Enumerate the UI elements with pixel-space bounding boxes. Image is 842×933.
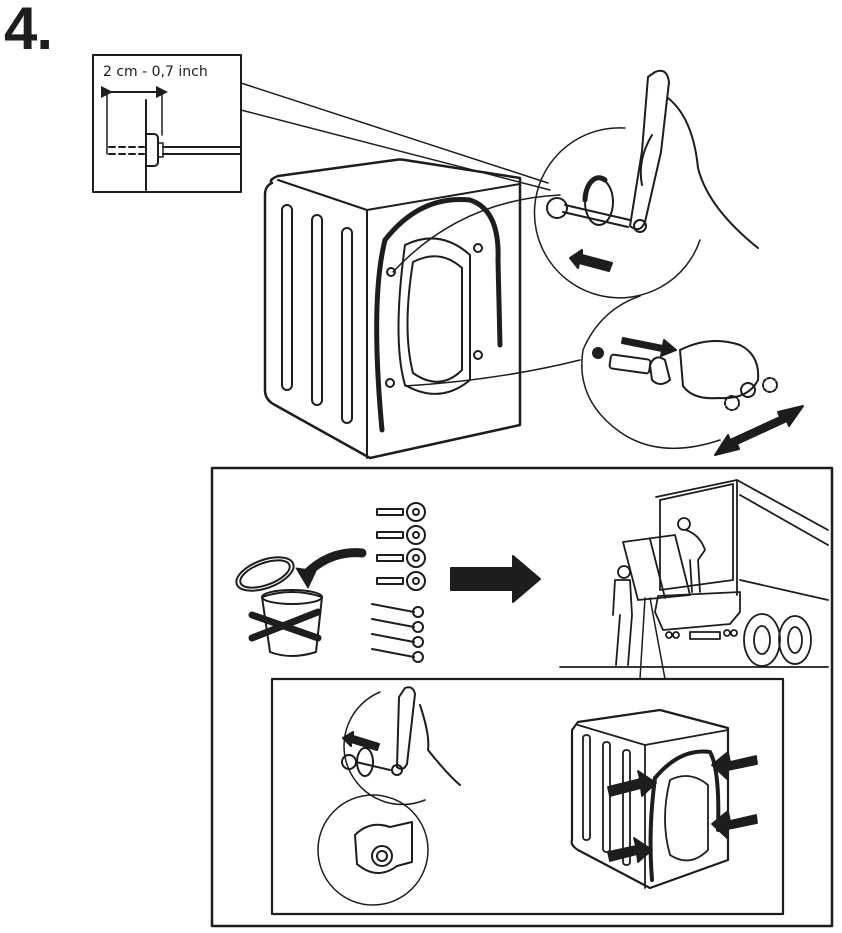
refit-spanner-circle bbox=[341, 686, 461, 806]
truck-loading-scene bbox=[559, 479, 829, 680]
screw-1 bbox=[371, 603, 424, 618]
dimension-label: 2 cm - 0,7 inch bbox=[103, 64, 208, 80]
spanner-detail-circle bbox=[533, 69, 759, 299]
refit-arrow-upper-left bbox=[607, 770, 657, 797]
step-number: 4. bbox=[4, 0, 53, 62]
transport-bolts-set bbox=[371, 502, 426, 663]
refit-arrow-lower-right bbox=[711, 810, 758, 839]
spacer-2 bbox=[376, 525, 426, 545]
next-step-arrow-icon bbox=[450, 555, 541, 603]
dimension-inset bbox=[92, 54, 551, 193]
storage-panel-frame bbox=[210, 466, 834, 928]
fitted-spacer-circle bbox=[317, 794, 429, 906]
washing-machine-rear bbox=[263, 158, 581, 460]
refit-arrow-lower-left bbox=[607, 837, 653, 863]
spacer-1 bbox=[376, 502, 426, 522]
pull-spacer-detail-circle bbox=[581, 295, 804, 456]
discard-bin-crossed-out-icon bbox=[235, 556, 323, 657]
refit-bolts-panel-frame bbox=[270, 677, 785, 916]
screw-3 bbox=[371, 633, 424, 648]
screw-2 bbox=[371, 618, 424, 633]
spacer-3 bbox=[376, 548, 426, 568]
spacer-4 bbox=[376, 571, 426, 591]
screw-4 bbox=[371, 648, 424, 663]
washing-machine-refit-points bbox=[570, 708, 758, 890]
refit-arrow-upper-right bbox=[711, 751, 758, 780]
